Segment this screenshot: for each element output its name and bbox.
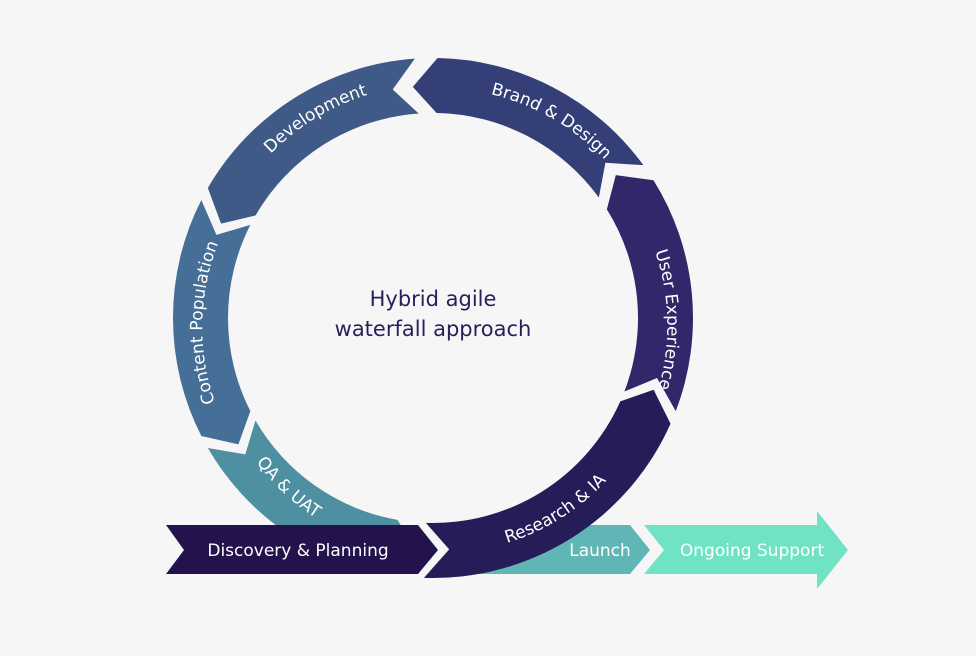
ongoing-support-arrow xyxy=(644,511,848,589)
launch-label: Launch xyxy=(569,541,631,561)
development-segment xyxy=(207,58,419,224)
center-title-line-2: waterfall approach xyxy=(335,317,532,341)
discovery-planning-label: Discovery & Planning xyxy=(207,541,388,561)
research-ia-segment xyxy=(423,389,671,578)
brand-design-segment xyxy=(412,58,644,198)
user-experience-segment xyxy=(606,175,693,412)
content-population-segment xyxy=(172,199,251,445)
ongoing-support-label: Ongoing Support xyxy=(680,541,825,561)
discovery-planning-arrow xyxy=(166,525,438,574)
center-title-line-1: Hybrid agile xyxy=(370,287,497,311)
